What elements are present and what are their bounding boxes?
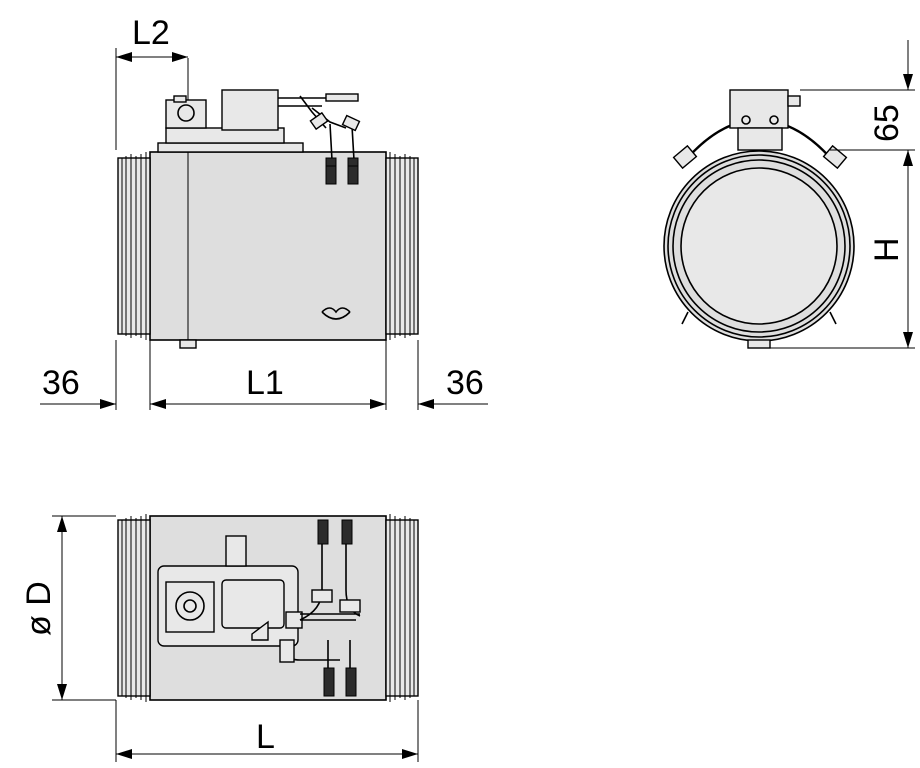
top-right-flange bbox=[385, 514, 419, 702]
top-actuator-motor bbox=[221, 579, 285, 629]
dim-L1: L1 bbox=[246, 364, 284, 402]
actuator-box bbox=[221, 89, 279, 131]
shaft-stub bbox=[179, 339, 197, 349]
top-view bbox=[117, 514, 419, 702]
dim-L2: L2 bbox=[132, 14, 170, 52]
dim-65: 65 bbox=[868, 104, 906, 142]
top-view-dimensions: ø D L bbox=[20, 515, 419, 762]
body-handle bbox=[321, 307, 351, 320]
top-left-flange bbox=[117, 514, 151, 702]
front-view bbox=[117, 58, 419, 349]
side-actuator bbox=[729, 89, 789, 129]
dim-L: L bbox=[256, 718, 275, 756]
actuator-base bbox=[157, 142, 304, 153]
right-flange bbox=[385, 152, 419, 340]
dim-36-left: 36 bbox=[42, 364, 80, 402]
left-flange bbox=[117, 152, 151, 340]
dim-diameter-D: ø D bbox=[20, 581, 58, 636]
side-view bbox=[663, 89, 855, 349]
dim-36-right: 36 bbox=[446, 364, 484, 402]
duct-inner-opening bbox=[680, 167, 838, 325]
pneumatic-tubes bbox=[278, 95, 355, 161]
dim-H: H bbox=[868, 237, 906, 262]
side-view-dimensions: 65 H bbox=[770, 40, 915, 349]
front-view-dimensions: L2 36 L1 36 bbox=[40, 14, 488, 410]
